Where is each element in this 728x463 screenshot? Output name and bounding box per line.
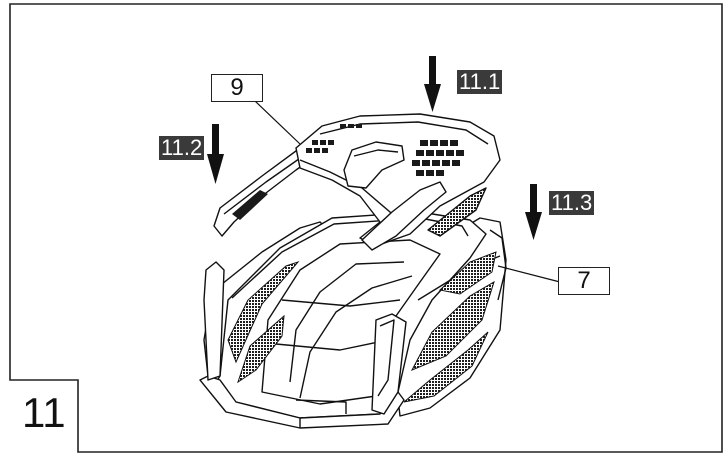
- arrow-label-11-2: 11.2: [159, 135, 205, 160]
- arrow-label-11-1: 11.1: [457, 69, 503, 94]
- leader-line-9: [253, 99, 301, 145]
- top-cover: [213, 113, 501, 251]
- callout-part-7: 7: [558, 267, 610, 295]
- down-arrow-icon: [424, 56, 441, 112]
- callout-part-9: 9: [211, 74, 263, 102]
- arrow-label-11-3: 11.3: [549, 190, 595, 215]
- down-arrow-icon: [207, 124, 224, 184]
- down-arrow-icon: [525, 184, 542, 240]
- leader-line-7: [497, 265, 561, 283]
- step-number: 11: [22, 389, 66, 436]
- page-frame: [9, 3, 723, 453]
- cover-vents: [306, 124, 464, 176]
- mesh-panels: [227, 251, 497, 403]
